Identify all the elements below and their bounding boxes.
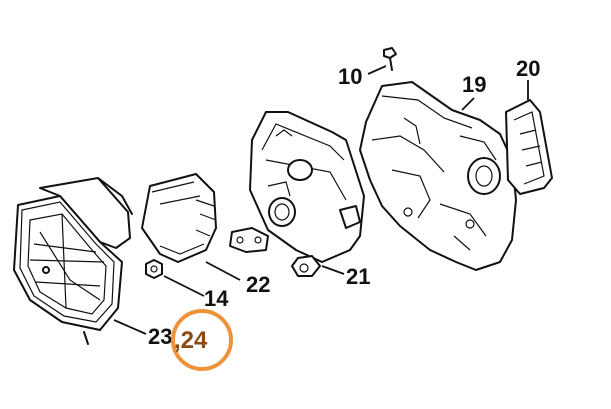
leader-10	[367, 65, 387, 75]
side-plate-part[interactable]	[505, 99, 553, 195]
screw-part[interactable]	[383, 47, 397, 71]
highlight-ring	[171, 309, 233, 371]
leader-14	[163, 275, 205, 297]
highlighted-callout-24[interactable]: ,24	[171, 309, 233, 371]
callout-21: 21	[346, 264, 370, 289]
leader-22	[205, 261, 241, 281]
fuel-line-bracket-part[interactable]	[229, 227, 269, 253]
crankcase-housing-part[interactable]	[359, 81, 517, 271]
nut-part[interactable]	[145, 259, 163, 279]
leader-21	[321, 265, 345, 275]
leader-23	[113, 319, 147, 335]
callout-22: 22	[246, 272, 270, 297]
air-filter-part[interactable]	[13, 177, 133, 345]
filter-shroud-part[interactable]	[141, 173, 217, 263]
callout-20: 20	[516, 56, 540, 81]
callout-10: 10	[338, 64, 362, 89]
leader-lines	[113, 65, 529, 335]
callout-19: 19	[462, 72, 486, 97]
callout-14: 14	[204, 286, 229, 311]
leader-19	[461, 97, 475, 111]
callout-23: 23	[148, 324, 172, 349]
callout-24: ,24	[174, 327, 208, 354]
carburetor-housing-part[interactable]	[249, 111, 365, 277]
